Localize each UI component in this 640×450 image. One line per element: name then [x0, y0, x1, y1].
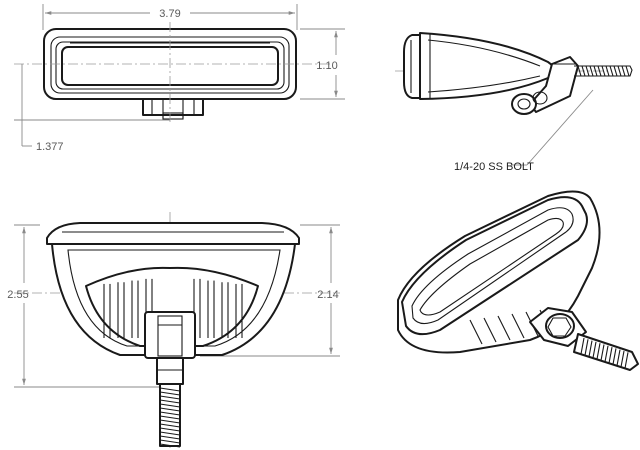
- heat-sink-fin: [497, 315, 511, 341]
- bolt-thread: [584, 339, 589, 356]
- dim-offset-label: 1.377: [36, 141, 64, 153]
- bolt-thread: [577, 65, 582, 77]
- bolt-thread: [616, 349, 621, 366]
- bolt-thread: [159, 435, 181, 440]
- bolt-thread: [159, 403, 181, 408]
- dim-width-label: 3.79: [159, 8, 180, 20]
- bolt-thread: [625, 65, 630, 77]
- bolt-thread: [159, 419, 181, 424]
- bolt-thread: [613, 65, 618, 77]
- bolt-thread: [159, 407, 181, 412]
- bolt-thread: [600, 344, 605, 361]
- bolt-callout-label: 1/4-20 SS BOLT: [454, 161, 534, 173]
- bolt-thread: [620, 350, 625, 368]
- bolt-thread: [159, 443, 181, 448]
- bolt-thread: [593, 65, 598, 77]
- bolt-thread: [624, 352, 629, 369]
- heat-sink-fin: [511, 313, 525, 339]
- bolt-thread: [604, 345, 609, 362]
- bolt-thread: [589, 65, 594, 77]
- bolt-thread: [608, 346, 613, 364]
- bolt-thread: [609, 65, 614, 77]
- dim-overall-height-label: 2.55: [7, 289, 28, 301]
- bolt-thread: [159, 439, 181, 444]
- bolt-thread: [596, 343, 601, 360]
- bolt-thread: [580, 337, 585, 355]
- bolt-thread: [159, 391, 181, 396]
- rear-view: 2.55 2.14: [7, 212, 340, 448]
- bolt-thread: [581, 65, 586, 77]
- bolt-thread: [159, 431, 181, 436]
- bolt-thread: [159, 415, 181, 420]
- bolt-thread: [585, 65, 590, 77]
- bolt-thread: [601, 65, 606, 77]
- side-view: 1/4-20 SS BOLT: [395, 32, 633, 173]
- bolt-thread: [617, 65, 622, 77]
- dim-front-height-label: 1.10: [316, 60, 337, 72]
- bolt-thread: [612, 348, 617, 365]
- dim-lens-height-label: 2.14: [317, 289, 338, 301]
- bolt-thread: [159, 423, 181, 428]
- bolt-thread: [159, 399, 181, 404]
- bolt-thread: [159, 427, 181, 432]
- bolt-thread: [597, 65, 602, 77]
- bolt-thread: [588, 340, 593, 357]
- heat-sink-fin: [469, 319, 483, 345]
- isometric-view: [397, 190, 639, 371]
- bolt-thread: [159, 411, 181, 416]
- heat-sink-fin: [483, 317, 497, 343]
- bolt-thread: [621, 65, 626, 77]
- bolt-thread: [159, 387, 181, 392]
- front-view: 3.79 1.10 1.377: [14, 4, 345, 153]
- bolt-thread: [605, 65, 610, 77]
- bolt-thread: [159, 395, 181, 400]
- bolt-thread: [592, 341, 597, 359]
